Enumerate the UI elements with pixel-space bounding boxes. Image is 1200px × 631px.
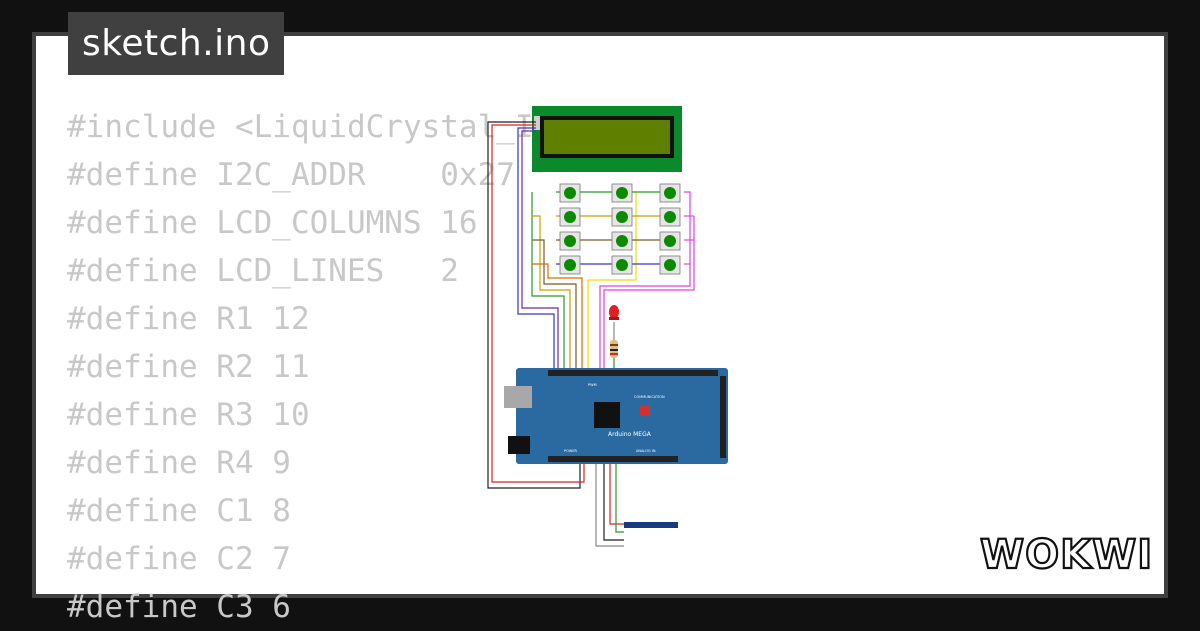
code-line: #define C3 6 <box>67 589 291 625</box>
sensor-module <box>624 522 678 528</box>
code-line: #define R3 10 <box>67 397 310 433</box>
board-label: Arduino MEGA <box>608 431 652 438</box>
code-line: #define LCD_LINES 2 <box>67 253 459 289</box>
code-line: #define LCD_COLUMNS 16 <box>67 205 478 241</box>
code-line: #define C2 7 <box>67 541 291 577</box>
resistor <box>610 340 618 358</box>
wokwi-logo: WOKWI <box>979 531 1153 579</box>
circuit-diagram: Arduino MEGA POWER ANALOG IN COMMUNICATI… <box>487 106 728 547</box>
keypad <box>559 183 681 275</box>
wires <box>487 121 695 547</box>
preview-frame: #include <LiquidCrystal_I2C.h>#define I2… <box>32 32 1168 625</box>
preview-card: #include <LiquidCrystal_I2C.h>#define I2… <box>36 36 1164 625</box>
code-line: #define I2C_ADDR 0x27 <box>67 157 515 193</box>
comm-label: COMMUNICATION <box>634 395 665 399</box>
analog-label: ANALOG IN <box>636 449 656 453</box>
code-line: #define R4 9 <box>67 445 291 481</box>
code-line: #define C1 8 <box>67 493 291 529</box>
code-line: #define R1 12 <box>67 301 310 337</box>
code-line: #define R2 11 <box>67 349 310 385</box>
brand-name: WOKWI <box>980 532 1153 578</box>
red-led <box>609 305 619 320</box>
pwm-label: PWM <box>588 383 597 387</box>
filename-tab[interactable]: sketch.ino <box>68 12 285 75</box>
arduino-mega-board: Arduino MEGA POWER ANALOG IN COMMUNICATI… <box>504 368 728 464</box>
power-label: POWER <box>564 449 578 453</box>
lcd-display <box>532 106 682 172</box>
